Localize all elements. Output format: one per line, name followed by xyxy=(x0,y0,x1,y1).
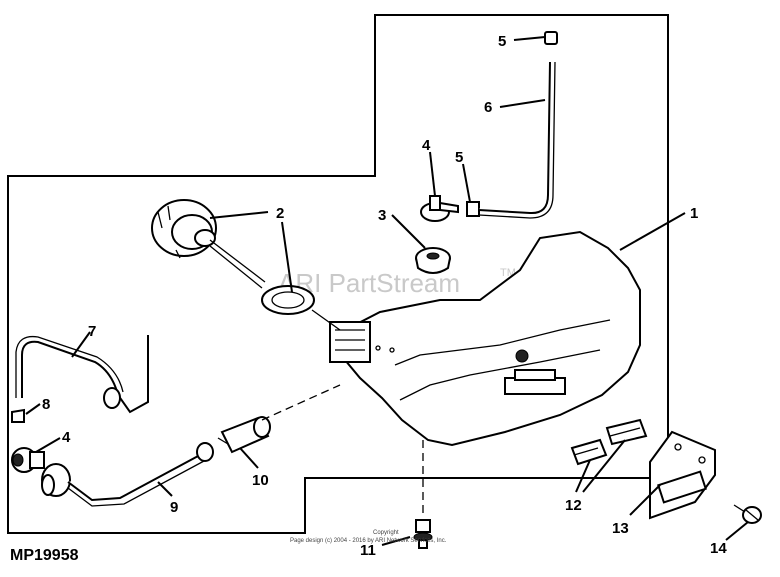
leader-3 xyxy=(391,214,426,249)
leader-2 xyxy=(209,211,293,293)
leader-4-left xyxy=(35,437,61,453)
callout-12: 12 xyxy=(565,497,582,514)
fuel-line-upper[interactable] xyxy=(21,335,149,414)
leader-9 xyxy=(157,481,173,497)
tank-bracket[interactable] xyxy=(649,430,716,520)
callout-7: 7 xyxy=(88,323,96,340)
copyright-line-1: Copyright xyxy=(373,530,399,536)
leader-4-top xyxy=(429,151,436,197)
callout-9: 9 xyxy=(170,499,178,516)
cap-gasket[interactable] xyxy=(261,285,315,315)
line-cap[interactable] xyxy=(11,408,25,423)
callout-4-left: 4 xyxy=(62,429,71,446)
fuel-filter[interactable] xyxy=(217,416,271,454)
callout-5-top: 5 xyxy=(498,33,506,50)
filter-dashed-line xyxy=(261,384,341,421)
callout-11: 11 xyxy=(360,542,376,559)
leader-8 xyxy=(25,403,41,415)
tank-pads[interactable] xyxy=(570,418,648,466)
fuel-line-lower[interactable] xyxy=(41,442,214,507)
drain-fitting[interactable] xyxy=(413,519,433,549)
fuel-fitting-top[interactable] xyxy=(420,195,459,222)
figure-id: MP19958 xyxy=(10,547,79,564)
callout-13: 13 xyxy=(612,520,629,537)
fuel-tank[interactable] xyxy=(329,230,641,447)
callout-14: 14 xyxy=(710,540,727,557)
group-boundary xyxy=(7,14,669,534)
cap-tether xyxy=(209,239,266,289)
leader-7 xyxy=(71,331,91,358)
leader-12 xyxy=(575,439,626,493)
callout-2: 2 xyxy=(276,205,284,222)
bracket-screw[interactable] xyxy=(733,504,762,524)
leader-6 xyxy=(499,99,546,108)
callout-10: 10 xyxy=(252,472,269,489)
leader-5-top xyxy=(513,36,546,41)
fuel-fitting-left[interactable] xyxy=(11,447,45,473)
leader-11 xyxy=(381,536,411,546)
callout-3: 3 xyxy=(378,207,386,224)
callout-8: 8 xyxy=(42,396,50,413)
callout-1: 1 xyxy=(690,205,698,222)
grommet[interactable] xyxy=(415,247,451,274)
leader-10 xyxy=(239,447,259,469)
hose-cap-top[interactable] xyxy=(544,31,558,45)
callout-5-mid: 5 xyxy=(455,149,463,166)
leader-5-mid xyxy=(462,163,471,203)
callout-6: 6 xyxy=(484,99,492,116)
leader-1 xyxy=(619,212,686,251)
callout-4-top: 4 xyxy=(422,137,431,154)
copyright-line-2: Page design (c) 2004 - 2016 by ARI Netwo… xyxy=(290,538,447,544)
fuel-cap[interactable] xyxy=(151,199,217,259)
leader-14 xyxy=(725,521,749,541)
hose-clamp-middle[interactable] xyxy=(466,201,480,217)
vent-hose[interactable] xyxy=(478,61,551,215)
leader-13 xyxy=(629,484,661,516)
